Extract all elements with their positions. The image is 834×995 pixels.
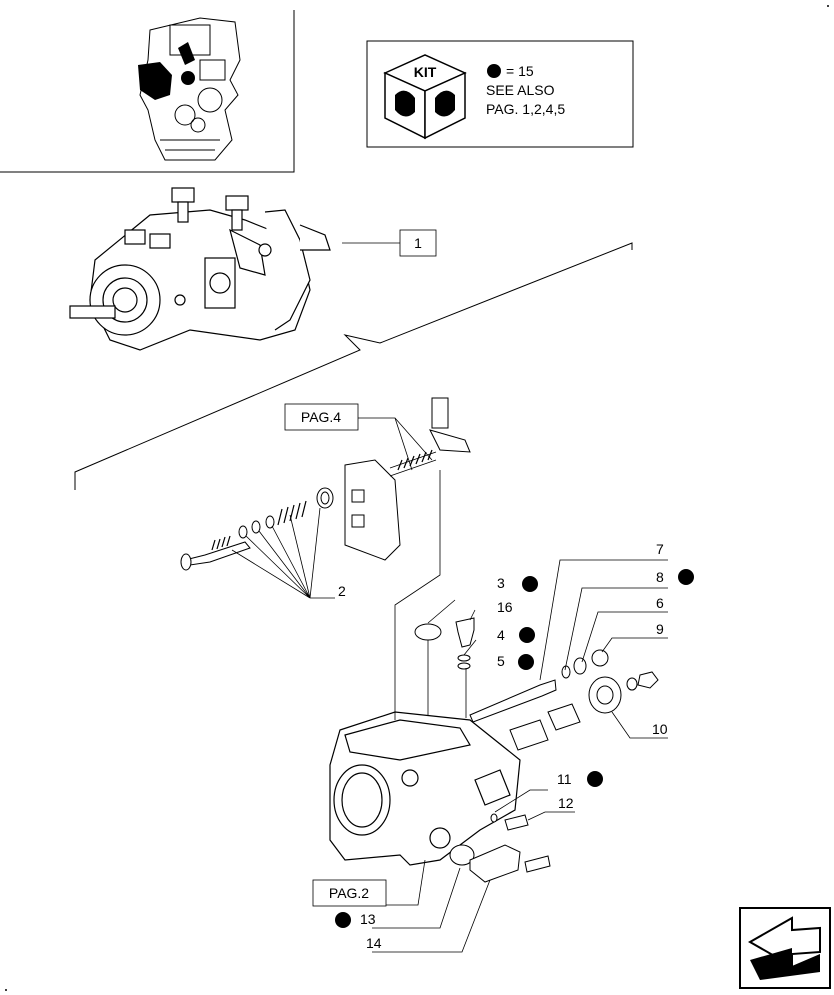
callout-8: 8 (656, 569, 664, 585)
kit-marker-8 (678, 569, 694, 585)
kit-marker-11 (587, 771, 603, 787)
callout-11: 11 (557, 771, 572, 787)
kit-marker-3 (522, 576, 538, 592)
callout-5: 5 (497, 653, 505, 669)
kit-reference-box: KIT = 15 SEE ALSO PAG. 1,2,4,5 (366, 40, 634, 148)
kit-marker-13 (335, 912, 351, 928)
pump-housing (329, 711, 521, 866)
page-ref-pag4-label: PAG.4 (301, 409, 341, 425)
callout-13: 13 (360, 911, 376, 927)
break-line (74, 242, 633, 490)
callout-14: 14 (366, 935, 382, 951)
callout-1-box (399, 229, 437, 257)
kit-symbol-icon (487, 64, 501, 78)
see-also-text: SEE ALSO (486, 82, 555, 98)
leader-lines-part2 (231, 507, 335, 599)
kit-marker-4 (519, 627, 535, 643)
back-arrow-button[interactable] (739, 907, 831, 989)
leader-lines (330, 242, 668, 953)
shaft-parts (414, 617, 659, 883)
governor-assembly (180, 397, 471, 571)
kit-cube-icon (383, 54, 467, 140)
kit-label: KIT (414, 64, 437, 80)
engine-thumbnail (0, 10, 295, 173)
callout-12: 12 (558, 795, 574, 811)
callout-10: 10 (652, 721, 668, 737)
kit-marker-5 (518, 654, 534, 670)
callout-3: 3 (497, 575, 505, 591)
see-also-pages: PAG. 1,2,4,5 (486, 101, 565, 117)
page-ref-pag4[interactable]: PAG.4 (284, 403, 359, 431)
callout-2: 2 (338, 583, 346, 599)
callout-6: 6 (656, 595, 664, 611)
kit-symbol-text: = 15 (506, 63, 534, 79)
callout-16: 16 (497, 599, 513, 615)
page-ref-pag2[interactable]: PAG.2 (312, 879, 387, 907)
callout-1: 1 (414, 235, 422, 251)
callout-4: 4 (497, 627, 505, 643)
callout-7: 7 (656, 541, 664, 557)
pump-assembly (69, 187, 331, 351)
page-ref-pag2-label: PAG.2 (329, 885, 369, 901)
callout-9: 9 (656, 621, 664, 637)
